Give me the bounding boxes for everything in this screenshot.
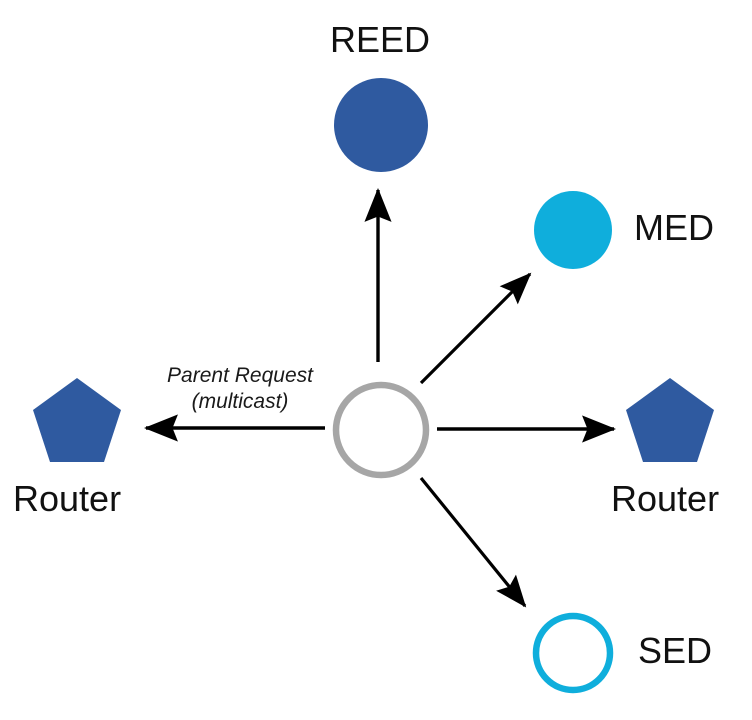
edge-label-line-1: Parent Request: [167, 364, 313, 387]
node-router-left[interactable]: [33, 378, 121, 462]
node-label-reed: REED: [330, 19, 431, 60]
node-med[interactable]: [534, 191, 612, 269]
node-label-sed: SED: [638, 630, 713, 671]
nodes-group: [33, 78, 714, 694]
edge-label-parent-request: Parent Request (multicast): [152, 363, 328, 416]
edge-label-line-2: (multicast): [191, 390, 289, 414]
node-reed[interactable]: [334, 78, 428, 172]
node-label-med: MED: [634, 207, 714, 248]
node-sed[interactable]: [532, 612, 614, 694]
node-label-router-right: Router: [611, 478, 720, 519]
edges-group: [143, 187, 617, 608]
node-router-right[interactable]: [626, 378, 714, 462]
node-label-router-left: Router: [13, 478, 122, 519]
edge-center-sed: [419, 476, 527, 608]
edge-center-med: [419, 272, 532, 385]
node-center-device[interactable]: [332, 381, 430, 479]
